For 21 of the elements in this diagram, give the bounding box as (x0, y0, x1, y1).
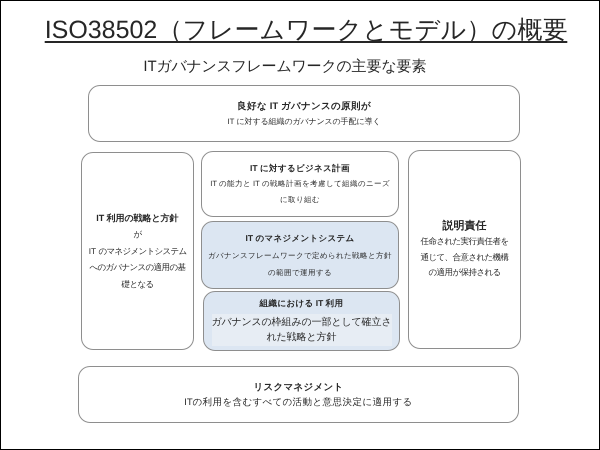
highlighted-text: ガバナンスの枠組みの一部として確立された戦略と方針 (212, 314, 392, 346)
heading-text: 良好な IT ガバナンスの原則が (237, 100, 371, 114)
heading-text: IT 利用の戦略と方針 (96, 212, 179, 225)
slide-title: ISO38502（フレームワークとモデル）の概要 (44, 15, 568, 46)
body-text: 任命された実行責任者を通じて、合意された機構の適用が保持される (420, 235, 510, 279)
rounded-box (201, 221, 399, 289)
rounded-box (408, 150, 521, 349)
body-text: が (134, 228, 142, 242)
rounded-box (81, 152, 194, 350)
body-text: ITの利用を含むすべての活動と意思決定に適用する (184, 396, 413, 410)
rounded-box (201, 151, 399, 217)
body-text: IT のマネジメントシステムへのガバナンスの適用の基礎となる (88, 244, 188, 291)
heading-text: 説明責任 (442, 218, 486, 234)
rounded-box (88, 85, 520, 142)
heading-text: リスクマネジメント (254, 380, 344, 394)
heading-text: IT のマネジメントシステム (246, 232, 354, 244)
rounded-box (203, 291, 400, 351)
heading-text: 組織における IT 利用 (259, 297, 344, 310)
heading-text: IT に対するビジネス計画 (250, 162, 350, 175)
subtitle: ITガバナンスフレームワークの主要な要素 (143, 57, 427, 77)
rounded-box (78, 366, 519, 423)
